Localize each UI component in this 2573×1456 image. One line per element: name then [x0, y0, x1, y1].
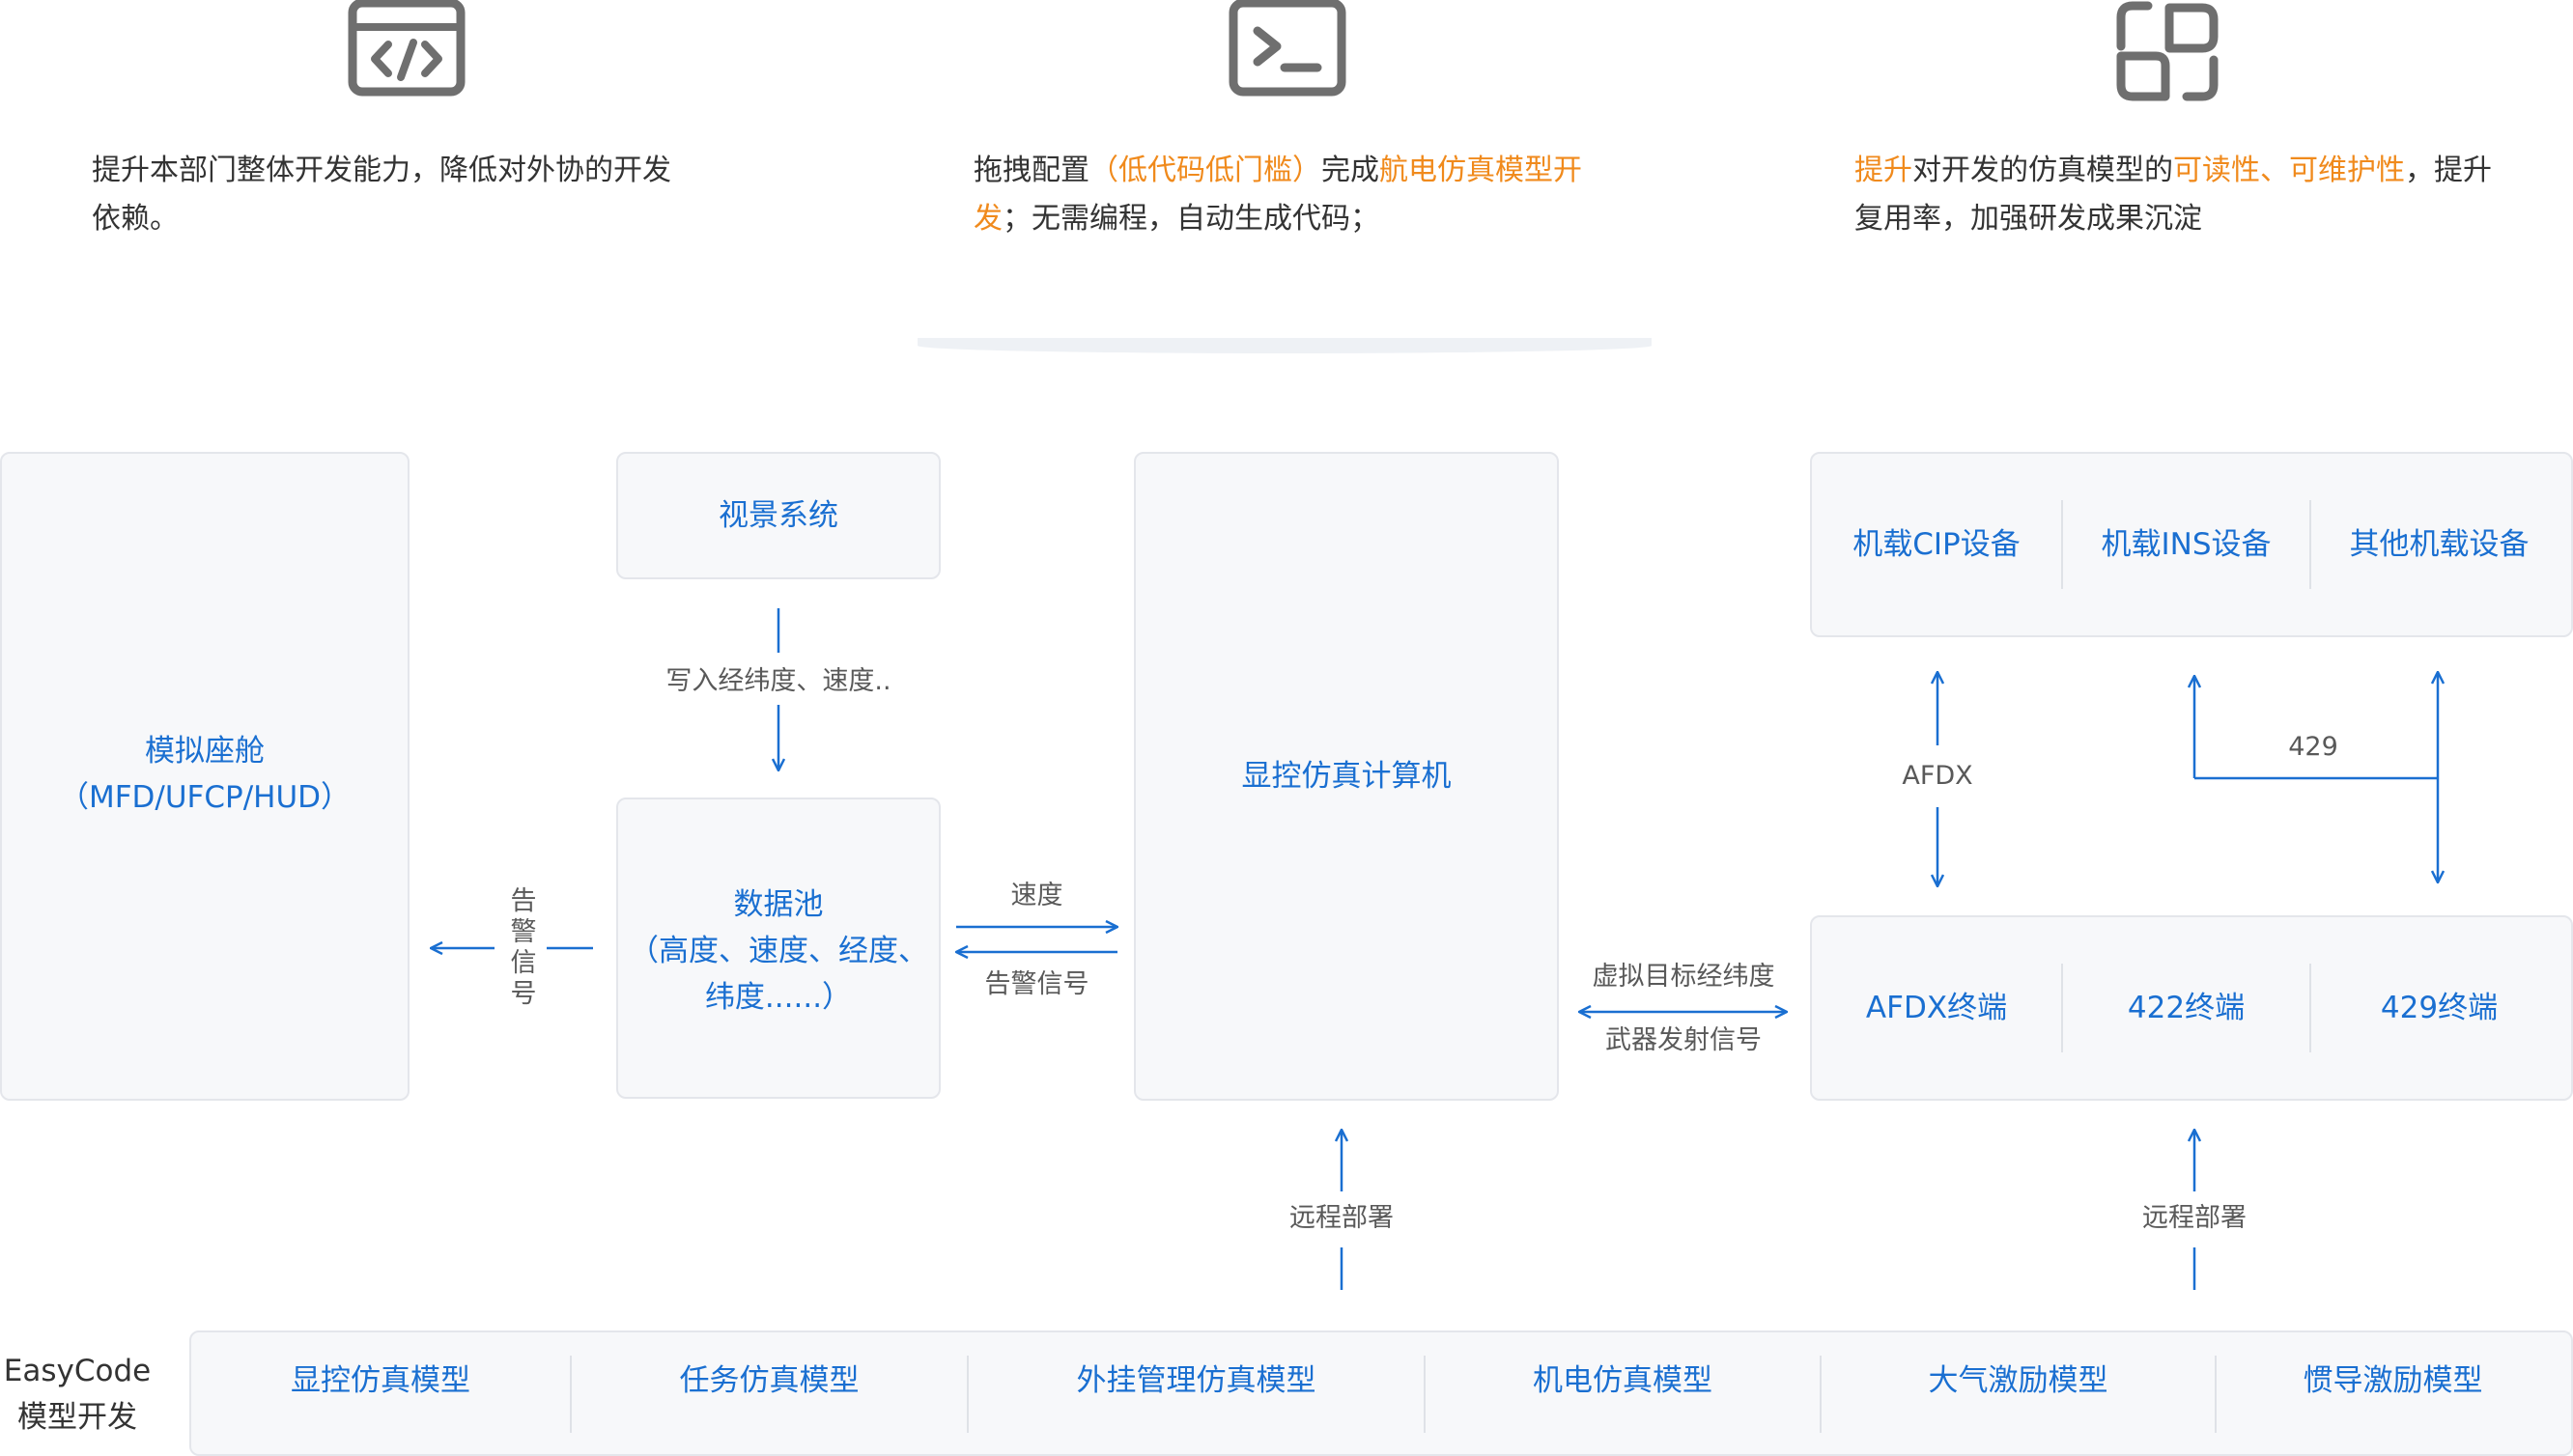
feature-icon-code	[348, 0, 466, 100]
terminal-422: 422终端	[2127, 991, 2246, 1025]
easycode-line-1: EasyCode	[3, 1354, 152, 1388]
easycode-line-2: 模型开发	[17, 1400, 137, 1435]
model-atmosphere-excitation[interactable]: 大气激励模型	[1928, 1363, 2108, 1398]
afdx-bus-label: AFDX	[1902, 761, 1973, 791]
visual-system-label: 视景系统	[719, 498, 838, 533]
feature-2-part-3: 航电仿真模型开发	[974, 154, 1582, 236]
feature-3-part-3: ，提升复用率，加强研发成果沉淀	[1854, 154, 2492, 236]
cockpit-line-1: 模拟座舱	[145, 734, 265, 769]
code-window-icon	[348, 0, 466, 97]
cockpit-box	[0, 452, 410, 1101]
weapon-launch-label: 武器发射信号	[1605, 1025, 1762, 1055]
data-pool-label: 数据池 （高度、速度、经度、 纬度......）	[616, 882, 941, 1021]
remote-deploy-label-1: 远程部署	[1289, 1203, 1394, 1233]
models-divider-1	[570, 1356, 572, 1433]
feature-3-part-1: 对开发的仿真模型的	[1912, 154, 2173, 187]
terminal-afdx: AFDX终端	[1865, 991, 2008, 1025]
device-ins: 机载INS设备	[2101, 527, 2272, 562]
speed-label: 速度	[1010, 881, 1063, 910]
feature-shadow-bar	[918, 338, 1652, 353]
feature-text-1: 提升本部门整体开发能力，降低对外协的开发 依赖。	[92, 147, 729, 243]
cockpit-label: 模拟座舱 （MFD/UFCP/HUD）	[0, 728, 410, 821]
models-bar	[189, 1330, 2573, 1456]
data-pool-line-2: （高度、速度、经度、	[629, 934, 928, 968]
warning-char-4: 号	[510, 979, 537, 1009]
models-divider-4	[1820, 1356, 1822, 1433]
feature-2-part-1: （低代码低门槛）	[1089, 154, 1321, 187]
write-latlon-label: 写入经纬度、速度..	[665, 666, 891, 696]
terminals-divider-2	[2309, 964, 2311, 1052]
feature-icon-terminal	[1229, 0, 1346, 100]
model-inertial-excitation[interactable]: 惯导激励模型	[2303, 1363, 2483, 1398]
feature-1-part-1: 依赖。	[92, 202, 179, 236]
models-divider-3	[1424, 1356, 1426, 1433]
easycode-label: EasyCode 模型开发	[0, 1348, 155, 1441]
warning-char-1: 告	[510, 886, 537, 916]
devices-box	[1810, 452, 2573, 637]
link-icon	[2116, 1, 2219, 101]
data-pool-line-1: 数据池	[733, 887, 824, 922]
device-cip: 机载CIP设备	[1852, 527, 2021, 562]
feature-text-3: 提升对开发的仿真模型的可读性、可维护性，提升复用率，加强研发成果沉淀	[1854, 147, 2492, 243]
devices-divider-2	[2309, 500, 2311, 589]
visual-system-box	[616, 452, 941, 579]
feature-3-part-0: 提升	[1854, 154, 1912, 187]
model-display-control[interactable]: 显控仿真模型	[291, 1363, 470, 1398]
warning-char-2: 警	[510, 917, 537, 947]
virtual-target-label: 虚拟目标经纬度	[1592, 962, 1775, 992]
feature-text-2: 拖拽配置（低代码低门槛）完成航电仿真模型开发；无需编程，自动生成代码；	[974, 147, 1611, 243]
data-pool-line-3: 纬度......）	[704, 980, 853, 1015]
feature-icon-link	[2111, 0, 2223, 108]
feature-2-part-2: 完成	[1321, 154, 1379, 187]
warning-vertical-label: 告 警 信 号	[504, 886, 543, 1010]
models-divider-5	[2215, 1356, 2217, 1433]
model-mission[interactable]: 任务仿真模型	[679, 1363, 860, 1398]
devices-divider-1	[2061, 500, 2063, 589]
cockpit-line-2: （MFD/UFCP/HUD）	[58, 780, 352, 815]
model-electromechanical[interactable]: 机电仿真模型	[1533, 1363, 1712, 1398]
terminal-429: 429终端	[2380, 991, 2499, 1025]
terminals-box	[1810, 915, 2573, 1101]
feature-1-part-0: 提升本部门整体开发能力，降低对外协的开发	[92, 154, 671, 187]
feature-3-part-2: 可读性、可维护性	[2173, 154, 2405, 187]
warning-char-3: 信	[510, 948, 537, 978]
terminals-divider-1	[2061, 964, 2063, 1052]
remote-deploy-label-2: 远程部署	[2142, 1203, 2247, 1233]
data-pool-box	[616, 798, 941, 1099]
computer-label: 显控仿真计算机	[1241, 759, 1452, 794]
device-other: 其他机载设备	[2349, 527, 2530, 562]
terminal-icon	[1229, 0, 1346, 97]
computer-box	[1134, 452, 1559, 1101]
feature-2-part-0: 拖拽配置	[974, 154, 1089, 187]
model-stores-management[interactable]: 外挂管理仿真模型	[1076, 1363, 1316, 1398]
feature-2-part-4: ；无需编程，自动生成代码；	[1003, 202, 1379, 236]
warning-signal-label: 告警信号	[984, 969, 1089, 999]
models-divider-2	[967, 1356, 969, 1433]
bus-429-label: 429	[2288, 732, 2338, 762]
